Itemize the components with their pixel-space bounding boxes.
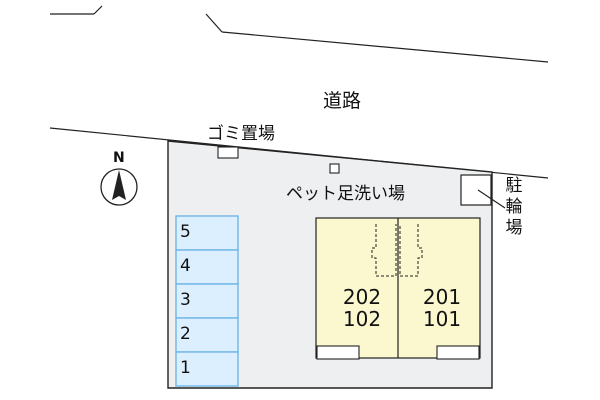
pet-wash-marker — [329, 163, 340, 174]
parking-space-number: 3 — [180, 290, 191, 310]
unit-upper-number: 202 — [342, 285, 382, 309]
pet-wash-label: ペット足洗い場 — [286, 184, 405, 204]
road-edge-line — [205, 13, 223, 33]
road-edge-line — [93, 5, 103, 15]
unit-label: 202 102 — [332, 286, 392, 330]
parking-space-number: 1 — [180, 358, 191, 378]
garbage-area-label: ゴミ置場 — [207, 124, 275, 144]
bicycle-leader-line — [477, 189, 506, 209]
unit-lower-number: 101 — [422, 307, 462, 331]
parking-area — [175, 215, 239, 387]
unit-lower-number: 102 — [342, 307, 382, 331]
north-label: N — [113, 150, 125, 166]
bicycle-parking-area — [460, 174, 492, 206]
north-arrow-icon — [112, 170, 126, 200]
stair-outline — [399, 224, 423, 277]
garbage-area-marker — [217, 146, 239, 159]
road-label: 道路 — [323, 90, 362, 112]
parking-space-3 — [175, 283, 239, 319]
entrance-box — [436, 345, 480, 360]
north-compass — [100, 168, 138, 206]
parking-space-number: 4 — [180, 256, 191, 276]
unit-label: 201 101 — [412, 286, 472, 330]
unit-upper-number: 201 — [422, 285, 462, 309]
parking-space-1 — [175, 351, 239, 387]
bicycle-parking-label: 駐輪場 — [505, 176, 523, 238]
road-edge-line — [221, 31, 549, 63]
parking-space-number: 2 — [180, 324, 191, 344]
entrance-box — [316, 345, 360, 360]
parking-space-5 — [175, 215, 239, 251]
apartment-building — [315, 217, 481, 360]
stair-outline — [371, 224, 397, 277]
parking-space-number: 5 — [180, 222, 191, 242]
